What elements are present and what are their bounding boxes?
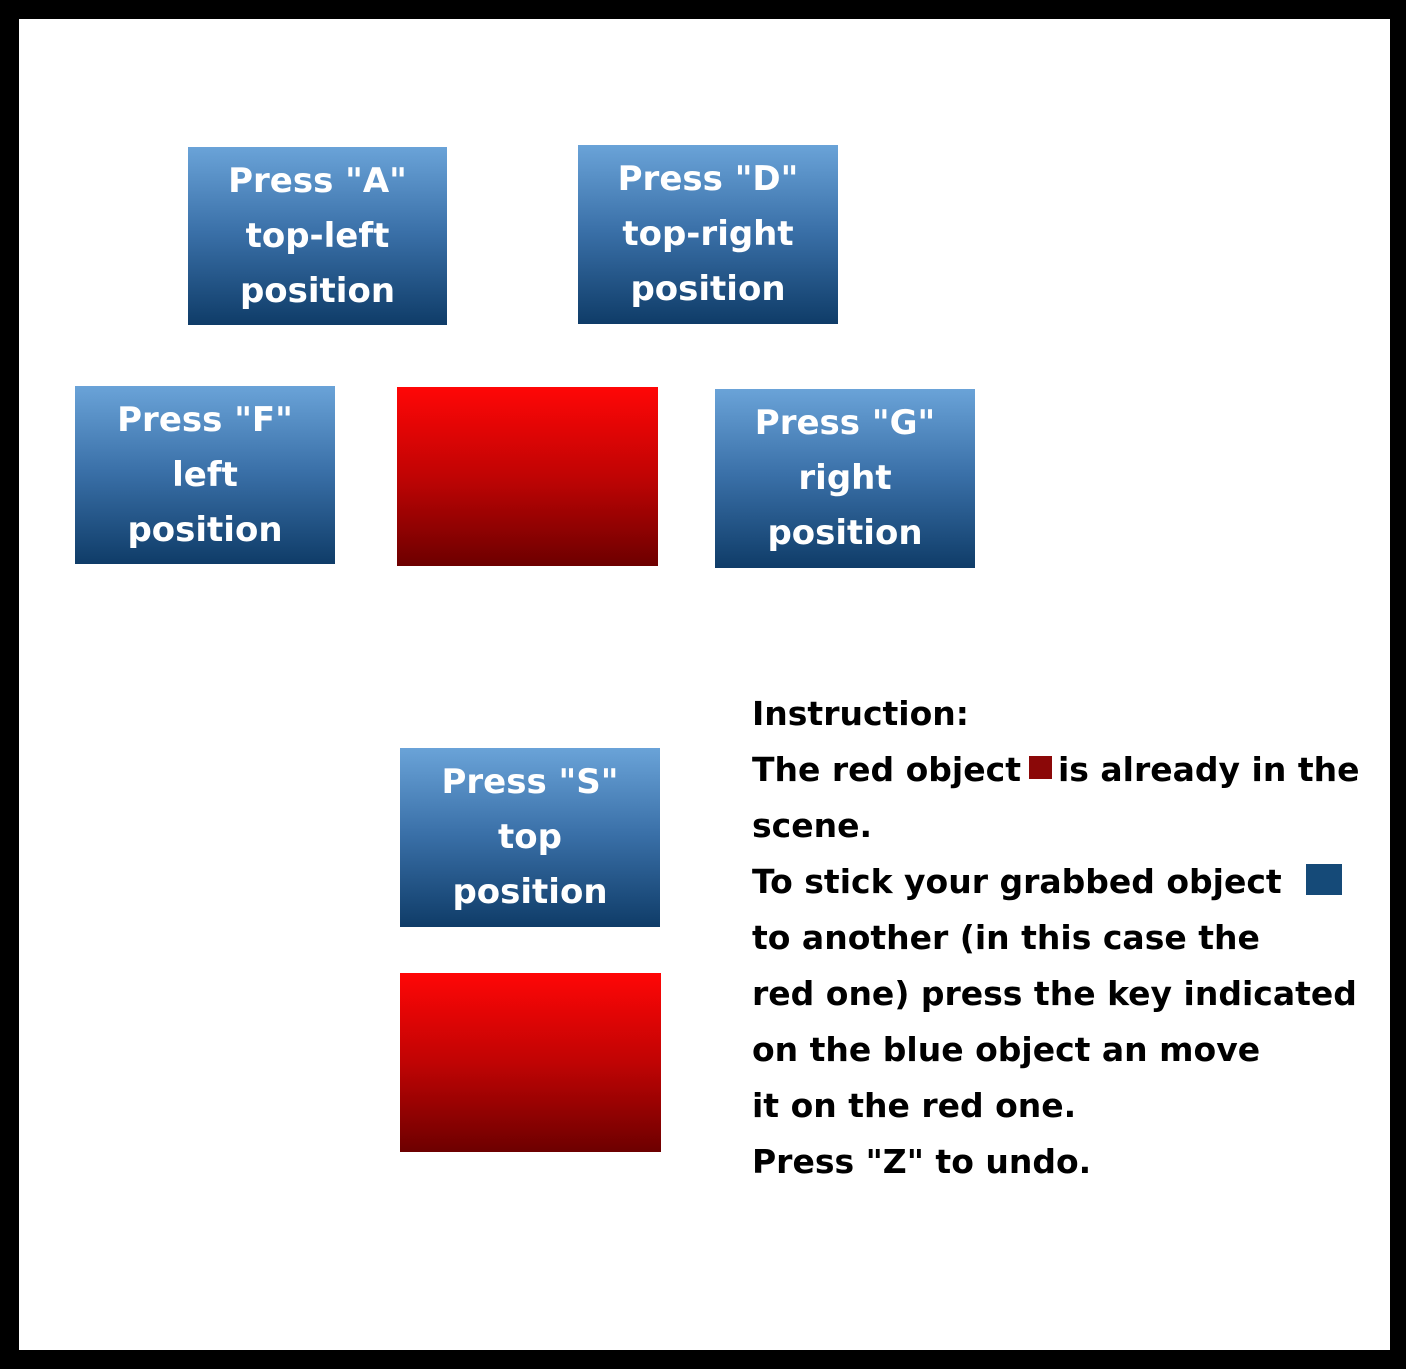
key-box-d-line1: Press "D": [617, 159, 799, 199]
red-object-center: [397, 387, 658, 566]
instruction-line-6: on the blue object an move: [752, 1030, 1261, 1069]
instruction-line-5: red one) press the key indicated: [752, 974, 1357, 1013]
instruction-text: Instruction: The red object is already in…: [752, 686, 1372, 1190]
instruction-line-8: Press "Z" to undo.: [752, 1142, 1092, 1181]
key-box-s-line2: top: [498, 817, 562, 857]
red-square-icon: [1028, 756, 1052, 779]
instruction-line-2: scene.: [752, 806, 872, 845]
instruction-line-4: to another (in this case the: [752, 918, 1260, 957]
key-box-g-line3: position: [767, 513, 923, 553]
instruction-line-1-after: is already in the: [1057, 750, 1360, 789]
key-box-d: Press "D" top-right position: [578, 145, 838, 324]
key-box-g-line1: Press "G": [754, 403, 936, 443]
red-object-bottom: [400, 973, 661, 1152]
key-box-a-line1: Press "A": [228, 160, 407, 201]
key-box-f-line2: left: [172, 454, 238, 495]
key-box-g-line2: right: [798, 458, 892, 498]
key-box-f: Press "F" left position: [75, 386, 335, 564]
key-box-f-line3: position: [127, 509, 283, 550]
key-box-g: Press "G" right position: [715, 389, 975, 568]
key-box-s-line1: Press "S": [441, 762, 619, 802]
instruction-heading: Instruction:: [752, 694, 969, 733]
key-box-d-line3: position: [630, 269, 786, 309]
instruction-line-7: it on the red one.: [752, 1086, 1077, 1125]
diagram-canvas: Press "A" top-left position Press "D" to…: [19, 19, 1390, 1350]
key-box-a: Press "A" top-left position: [188, 147, 447, 325]
key-box-a-line3: position: [239, 270, 396, 311]
instruction-line-1: The red object is already in the: [752, 742, 1372, 798]
key-box-s-line3: position: [452, 872, 608, 912]
key-box-s: Press "S" top position: [400, 748, 660, 927]
instruction-line-3: To stick your grabbed object: [752, 854, 1372, 910]
key-box-a-line2: top-left: [245, 215, 390, 256]
instruction-line-1-before: The red object: [752, 750, 1021, 789]
key-box-f-line1: Press "F": [117, 399, 293, 440]
key-box-d-line2: top-right: [622, 214, 794, 254]
blue-square-icon: [1305, 864, 1342, 895]
instruction-line-3-text: To stick your grabbed object: [752, 862, 1282, 901]
